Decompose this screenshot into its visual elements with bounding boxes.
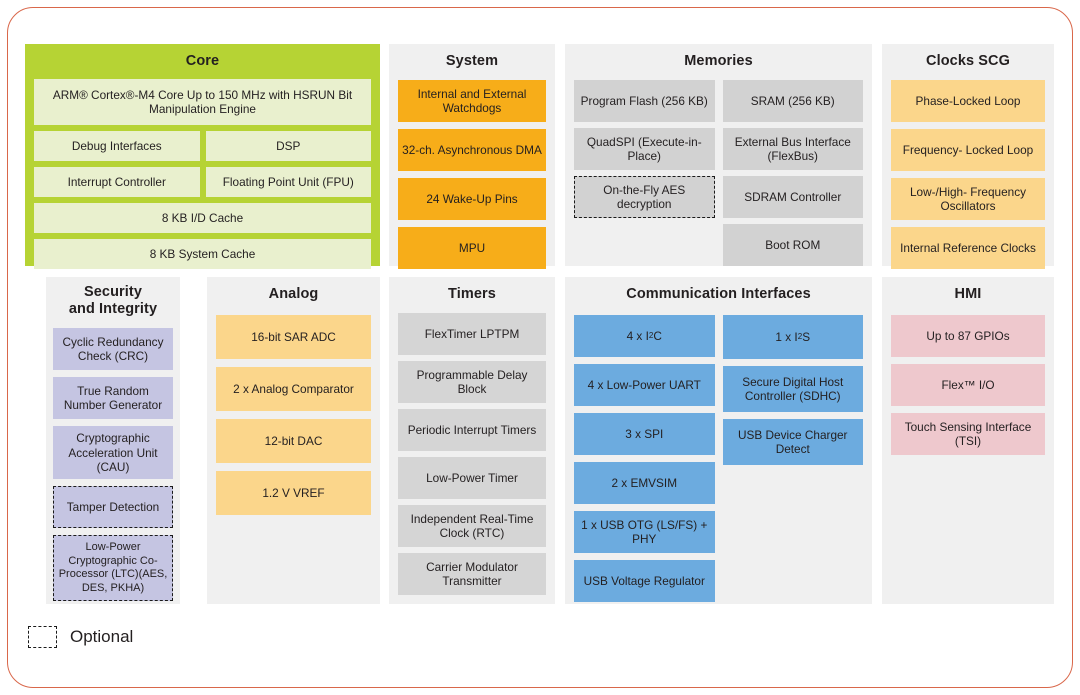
panel-analog: Analog 16-bit SAR ADC 2 x Analog Compara…: [207, 277, 380, 604]
memories-block-quadspi: QuadSPI (Execute-in-Place): [574, 128, 715, 171]
analog-block-sar-adc: 16-bit SAR ADC: [216, 315, 371, 360]
memories-block-boot-rom: Boot ROM: [722, 224, 863, 267]
core-block-interrupt-controller: Interrupt Controller: [34, 167, 200, 198]
timers-block-periodic-interrupt-timers: Periodic Interrupt Timers: [398, 409, 546, 452]
system-block-watchdogs: Internal and External Watchdogs: [398, 80, 546, 123]
security-block-cau: Cryptographic Acceleration Unit (CAU): [53, 426, 173, 480]
analog-block-vref: 1.2 V VREF: [216, 471, 371, 516]
comm-block-usb-otg: 1 x USB OTG (LS/FS) + PHY: [574, 511, 715, 554]
core-block-cpu: ARM® Cortex®-M4 Core Up to 150 MHz with …: [34, 79, 371, 126]
hmi-block-gpio: Up to 87 GPIOs: [891, 315, 1045, 358]
panel-security-title-line2: and Integrity: [68, 301, 158, 318]
memories-block-sdram-controller: SDRAM Controller: [722, 176, 863, 219]
security-block-ltc: Low-Power Cryptographic Co-Processor (LT…: [53, 535, 173, 602]
memories-block-program-flash: Program Flash (256 KB): [574, 80, 715, 123]
timers-block-delay-block: Programmable Delay Block: [398, 361, 546, 404]
panel-system-title: System: [445, 53, 499, 69]
panel-analog-title: Analog: [268, 286, 319, 302]
clocks-block-pll: Phase-Locked Loop: [891, 80, 1045, 123]
core-block-system-cache: 8 KB System Cache: [34, 239, 371, 270]
panel-timers: Timers FlexTimer LPTPM Programmable Dela…: [389, 277, 555, 604]
dashed-rectangle-icon: [28, 626, 57, 648]
system-block-dma: 32-ch. Asynchronous DMA: [398, 129, 546, 172]
panel-core-title: Core: [185, 53, 220, 69]
panel-core: Core ARM® Cortex®-M4 Core Up to 150 MHz …: [25, 44, 380, 270]
timers-block-flextimer: FlexTimer LPTPM: [398, 313, 546, 356]
hmi-block-tsi: Touch Sensing Interface (TSI): [891, 413, 1045, 456]
panel-communication-title: Communication Interfaces: [626, 286, 811, 302]
system-block-wakeup-pins: 24 Wake-Up Pins: [398, 178, 546, 221]
comm-block-usb-voltage-regulator: USB Voltage Regulator: [574, 560, 715, 603]
comm-block-usb-charger-detect: USB Device Charger Detect: [722, 419, 863, 466]
timers-block-low-power-timer: Low-Power Timer: [398, 457, 546, 500]
panel-memories-title: Memories: [684, 53, 753, 69]
legend: Optional: [28, 626, 133, 648]
timers-block-carrier-modulator-transmitter: Carrier Modulator Transmitter: [398, 553, 546, 596]
core-block-fpu: Floating Point Unit (FPU): [205, 167, 371, 198]
security-block-crc: Cyclic Redundancy Check (CRC): [53, 328, 173, 371]
security-block-trng: True Random Number Generator: [53, 377, 173, 420]
analog-block-dac: 12-bit DAC: [216, 419, 371, 464]
comm-block-sdhc: Secure Digital Host Controller (SDHC): [722, 366, 863, 413]
panel-hmi: HMI Up to 87 GPIOs Flex™ I/O Touch Sensi…: [882, 277, 1054, 604]
memories-block-aes-decryption: On-the-Fly AES decryption: [574, 176, 715, 219]
system-block-mpu: MPU: [398, 227, 546, 270]
comm-block-uart: 4 x Low-Power UART: [574, 364, 715, 407]
comm-block-spi: 3 x SPI: [574, 413, 715, 456]
panel-timers-title: Timers: [448, 286, 496, 302]
legend-label: Optional: [70, 627, 134, 646]
core-block-id-cache: 8 KB I/D Cache: [34, 203, 371, 234]
memories-block-sram: SRAM (256 KB): [722, 80, 863, 123]
memories-block-flexbus: External Bus Interface (FlexBus): [722, 128, 863, 171]
analog-block-comparator: 2 x Analog Comparator: [216, 367, 371, 412]
core-block-dsp: DSP: [205, 131, 371, 162]
panel-clocks-scg: Clocks SCG Phase-Locked Loop Frequency- …: [882, 44, 1054, 270]
timers-block-rtc: Independent Real-Time Clock (RTC): [398, 505, 546, 548]
clocks-block-internal-reference-clocks: Internal Reference Clocks: [891, 227, 1045, 270]
panel-system: System Internal and External Watchdogs 3…: [389, 44, 555, 270]
panel-clocks-title: Clocks SCG: [926, 53, 1010, 69]
clocks-block-oscillators: Low-/High- Frequency Oscillators: [891, 178, 1045, 221]
security-block-tamper-detection: Tamper Detection: [53, 486, 173, 529]
clocks-block-fll: Frequency- Locked Loop: [891, 129, 1045, 172]
panel-security-title-line1: Security: [83, 284, 143, 300]
panel-security-and-integrity: Security and Integrity Cyclic Redundancy…: [46, 277, 180, 604]
comm-block-emvsim: 2 x EMVSIM: [574, 462, 715, 505]
panel-memories: Memories Program Flash (256 KB) QuadSPI …: [565, 44, 872, 267]
core-block-debug: Debug Interfaces: [34, 131, 200, 162]
hmi-block-flexio: Flex™ I/O: [891, 364, 1045, 407]
panel-hmi-title: HMI: [954, 286, 982, 302]
